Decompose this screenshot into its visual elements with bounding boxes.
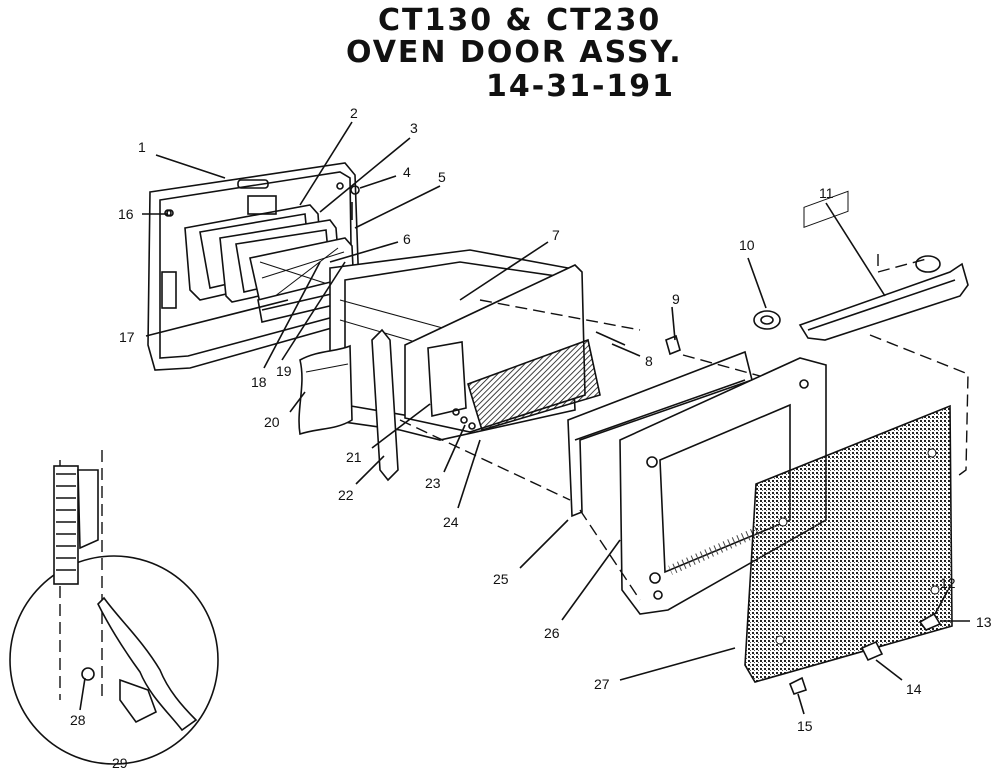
part-label-12: 12 [940,575,956,591]
part-label-21: 21 [346,449,362,465]
part-label-7: 7 [552,227,560,243]
part-number-labels: 1 2 3 4 5 6 7 8 9 10 11 12 13 14 15 16 1… [70,105,992,771]
part-label-25: 25 [493,571,509,587]
diagram-title-assembly: OVEN DOOR ASSY. [346,35,683,70]
part-label-19: 19 [276,363,292,379]
part-label-11: 11 [819,185,834,201]
part-label-26: 26 [544,625,560,641]
part-label-23: 23 [425,475,441,491]
part-label-8: 8 [645,353,653,369]
part-label-24: 24 [443,514,459,530]
part-label-6: 6 [403,231,411,247]
part-label-1: 1 [138,139,146,155]
part-label-2: 2 [350,105,358,121]
part-label-20: 20 [264,414,280,430]
part-label-18: 18 [251,374,267,390]
door-insulation [298,344,353,436]
part-label-22: 22 [338,487,354,503]
part-label-17: 17 [119,329,135,345]
part-label-5: 5 [438,169,446,185]
part-label-13: 13 [976,614,992,630]
hinge-detail [9,450,219,765]
door-outer-frame [619,357,827,615]
door-hardware [350,175,942,695]
part-label-10: 10 [739,237,755,253]
diagram-title-part-number: 14-31-191 [486,69,676,104]
outer-glass-panel [744,190,953,683]
leader-lines [79,121,970,715]
vent-plate [404,264,601,433]
part-label-27: 27 [594,676,610,692]
part-label-3: 3 [410,120,418,136]
part-label-28: 28 [70,712,86,728]
diagram-title-model: CT130 & CT230 [378,3,662,38]
part-label-9: 9 [672,291,680,307]
part-label-15: 15 [797,718,813,734]
part-label-4: 4 [403,164,411,180]
part-label-14: 14 [906,681,922,697]
door-back-bracket [567,350,753,518]
part-label-16: 16 [118,206,134,222]
part-label-29: 29 [112,755,128,771]
door-handle [753,255,969,341]
